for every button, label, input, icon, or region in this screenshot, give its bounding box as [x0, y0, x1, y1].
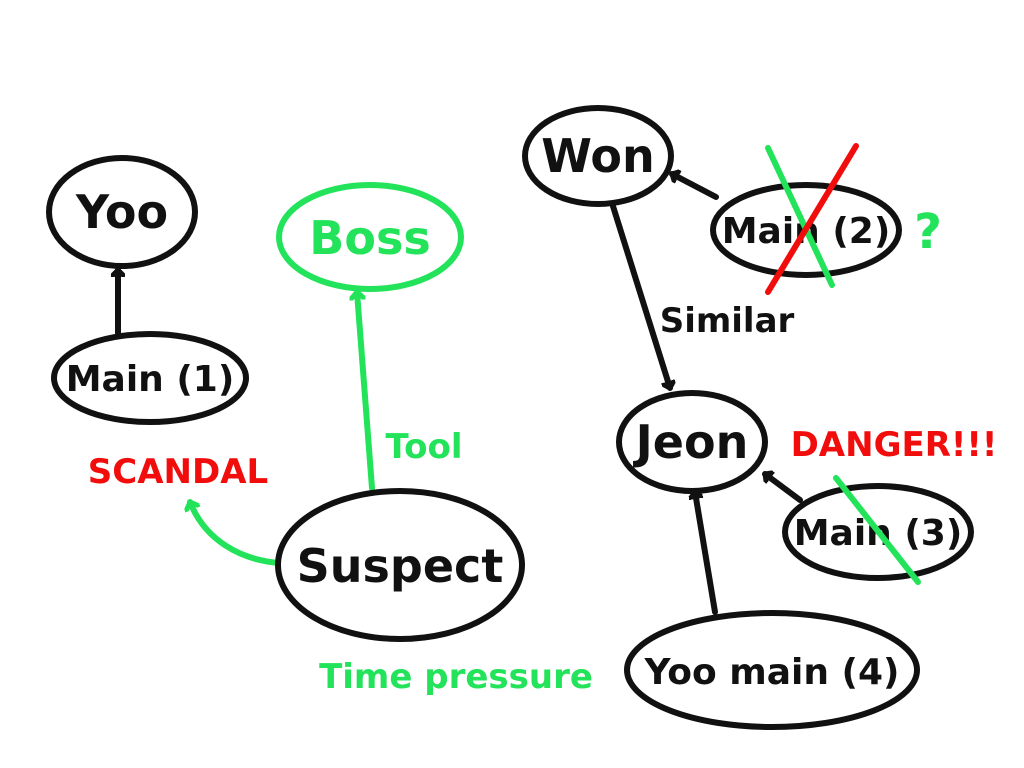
edge-suspect-to-scandal	[190, 499, 283, 566]
tool-label: Tool	[385, 427, 462, 467]
main2-green-strike	[765, 145, 835, 288]
edge-yoomain4-to-jeon	[695, 489, 718, 615]
node-boss: Boss	[276, 182, 464, 292]
edge-suspect-to-boss	[357, 289, 375, 491]
time-pressure-label: Time pressure	[319, 657, 593, 697]
node-suspect: Suspect	[275, 488, 525, 642]
node-main1-label: Main (1)	[66, 359, 235, 400]
edge-main3-to-jeon	[762, 474, 803, 503]
danger-label: DANGER!!!	[791, 425, 998, 465]
edge-won-jeon-similar	[612, 203, 670, 391]
node-boss-label: Boss	[309, 211, 430, 265]
node-jeon-label: Jeon	[633, 415, 749, 469]
node-won-label: Won	[541, 129, 654, 183]
node-main1: Main (1)	[51, 331, 249, 425]
scandal-label: SCANDAL	[88, 452, 268, 492]
similar-label: Similar	[660, 301, 795, 341]
edge-main2-to-won	[669, 174, 719, 200]
node-suspect-label: Suspect	[297, 539, 504, 593]
question-mark-label: ?	[914, 204, 942, 260]
node-yoo-main4-label: Yoo main (4)	[643, 652, 899, 693]
node-yoo: Yoo	[46, 155, 198, 269]
node-won: Won	[522, 105, 674, 207]
main3-green-strike	[833, 475, 921, 585]
node-yoo-main4: Yoo main (4)	[624, 610, 920, 730]
node-yoo-label: Yoo	[75, 185, 168, 239]
main2-red-strike	[765, 143, 859, 295]
node-jeon: Jeon	[616, 390, 768, 494]
